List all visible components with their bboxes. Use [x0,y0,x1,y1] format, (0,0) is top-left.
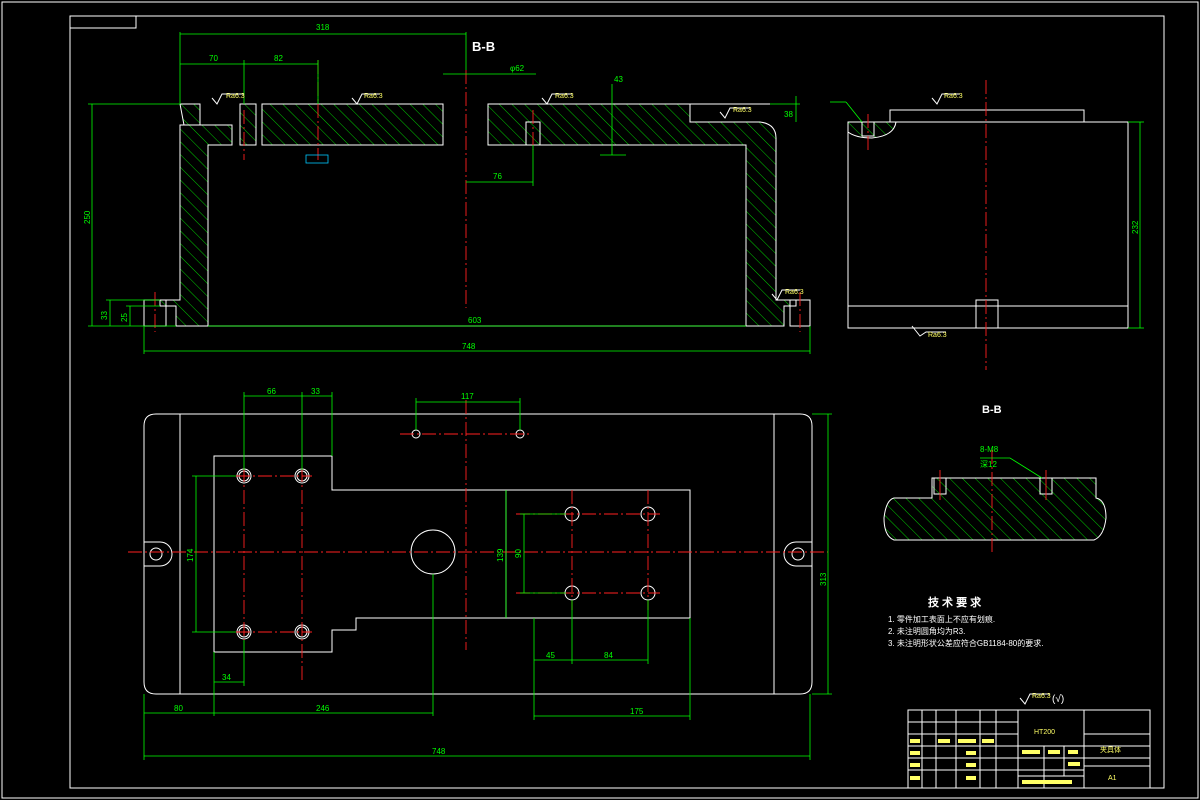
tech-req-item-1: 1. 零件加工表面上不应有划痕. [888,614,995,624]
plan-dims [143,392,832,760]
plan-view: 66 33 117 174 139 90 34 45 84 80 246 175… [128,387,832,760]
ra-1: Ra6.3 [226,93,245,100]
dim-33-plan: 33 [311,387,320,396]
dim-250: 250 [83,210,92,224]
dim-139: 139 [496,548,505,562]
tech-req-heading: 技 术 要 求 [928,595,982,609]
slot-right-end [791,547,805,561]
dim-38: 38 [784,110,793,119]
ra-3: Ra6.3 [555,93,574,100]
dim-246: 246 [316,704,330,713]
roughness-marks-top [211,93,800,301]
side-ra-bottom-text: Ra6.3 [928,332,947,339]
sheet-corner-tag [69,15,137,29]
title-block-frame [907,709,1151,789]
title-part-name: 夹具体 [1100,745,1121,754]
ra-4: Ra6.3 [733,107,752,114]
dim-174: 174 [186,548,195,562]
side-ra-top-text: Ra6.3 [944,93,963,100]
title-block: HT200 夹具体 A1 [907,709,1151,789]
side-body [847,121,1129,307]
ra-2: Ra6.3 [364,93,383,100]
tech-req-item-3: 3. 未注明形状公差应符合GB1184-80的要求. [888,638,1043,648]
thread-leader [980,457,1043,479]
sheet-inner-border [69,15,1165,789]
side-ra-top [931,93,960,105]
side-top-boss [889,109,1085,123]
side-ra-bottom [911,325,946,337]
thread-callout-1: 8-M8 [980,445,999,454]
dim-748-top: 748 [462,342,476,351]
side-slot [975,299,999,329]
dim-80: 80 [174,704,183,713]
dim-45: 45 [546,651,555,660]
general-roughness-mark [1019,693,1050,705]
dim-603: 603 [468,316,482,325]
plan-pocket [213,455,691,653]
dim-33: 33 [100,311,109,320]
dim-117: 117 [461,392,474,401]
dim-phi62: φ62 [510,64,525,73]
side-base [847,305,1129,329]
section-view-front: 318 70 82 φ62 43 38 76 250 33 25 603 748… [83,23,811,354]
thread-callout-2: 深12 [980,460,997,469]
general-ra: Ra6.3 [1032,693,1051,700]
dim-25: 25 [120,313,129,322]
side-view: 232 Ra6.3 Ra6.3 [830,80,1144,370]
section-body-hatch [159,103,797,327]
dim-34: 34 [222,673,231,682]
tech-req-item-2: 2. 未注明圆角均为R3. [888,626,965,636]
hole-tag-cyan [305,154,329,164]
detail-hatch-body [883,477,1107,541]
plan-slot-left [144,541,173,567]
title-block-small-text [910,739,1080,784]
dim-66: 66 [267,387,276,396]
plan-slot-right [783,541,812,567]
side-local-section [847,121,897,139]
dim-82: 82 [274,54,283,63]
title-material: HT200 [1034,729,1055,736]
tech-requirements: 技 术 要 求 1. 零件加工表面上不应有划痕. 2. 未注明圆角均为R3. 3… [888,595,1064,705]
slot-left-end [149,547,163,561]
plan-right-pad [505,489,691,619]
dim-313: 313 [819,572,828,586]
dim-lines-top [88,32,811,354]
dim-84: 84 [604,651,613,660]
side-dims [830,101,1144,329]
general-ra-paren: (√) [1052,693,1064,705]
dim-175: 175 [630,707,644,716]
dim-232: 232 [1131,220,1140,234]
detail-section: B-B 8-M8 深12 [883,404,1107,552]
title-sheet-size: A1 [1108,775,1117,782]
section-label-top: B-B [472,39,495,54]
dim-90: 90 [514,549,523,558]
dim-70: 70 [209,54,218,63]
section-label-detail: B-B [982,404,1002,416]
dim-318: 318 [316,23,330,32]
plan-outline [143,413,813,695]
dim-43: 43 [614,75,623,84]
dim-76: 76 [493,172,502,181]
ra-5: Ra6.3 [785,289,804,296]
dim-748-plan: 748 [432,747,446,756]
